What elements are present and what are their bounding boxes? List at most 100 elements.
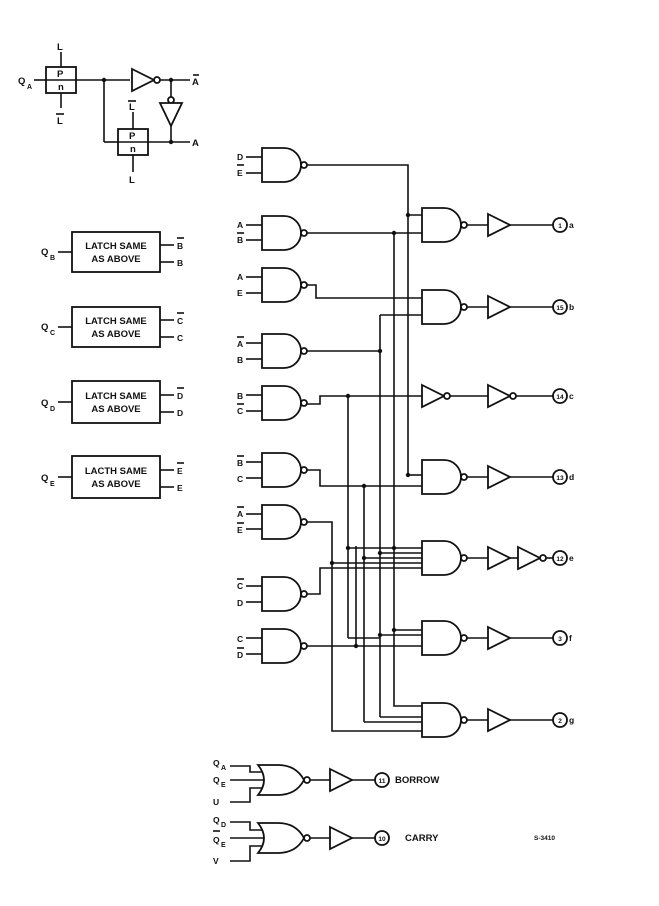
routing-wires [307, 164, 422, 732]
output-c-pin-number: 14 [556, 394, 564, 401]
figure-id: S-3410 [534, 835, 555, 842]
gate5-in-bottom: C [237, 406, 243, 416]
gate9-in-bottom: D [237, 650, 243, 660]
carry-in2-sub: E [221, 842, 226, 849]
gate8-in-bottom: D [237, 598, 243, 608]
latch-e-input-sub: E [50, 481, 55, 488]
gate7-in-bottom: E [237, 525, 243, 535]
latch-e-input: Q [41, 473, 48, 484]
latch-a-n-label: n [58, 82, 64, 93]
latch-d-out: D [177, 408, 183, 418]
latch-d-line2: AS ABOVE [91, 404, 140, 415]
latch-e-box [71, 455, 161, 499]
carry-in3: V [213, 856, 219, 866]
output-pin-c [552, 388, 568, 404]
decoder-gate-6: B C [237, 452, 308, 488]
latch-d-line1: LATCH SAME [85, 391, 147, 402]
output-d-pin-number: 13 [556, 475, 564, 482]
gate2-in-bottom: B [237, 235, 243, 245]
output-d-segment: d [569, 472, 574, 482]
gate4-in-top: A [237, 339, 243, 349]
latch-e: Q E LACTH SAME AS ABOVE E E [41, 455, 184, 499]
latch-a-lower-p: P [129, 131, 136, 142]
output-c-segment: c [569, 391, 574, 401]
latch-a-lower-bottom: L [129, 175, 135, 186]
latch-c-line1: LATCH SAME [85, 316, 147, 327]
latch-a-out: A [192, 138, 199, 149]
borrow-in1: Q [213, 758, 220, 768]
decoder-gate-4: A B [237, 333, 308, 369]
gate5-in-top: B [237, 391, 243, 401]
latch-c-out: C [177, 333, 183, 343]
gate3-in-bottom: E [237, 288, 243, 298]
decoder-gate-8: C D [237, 576, 308, 612]
gate2-in-top: A [237, 220, 243, 230]
latch-d-box [71, 380, 161, 424]
output-b-segment: b [569, 302, 574, 312]
output-g-pin-number: 2 [558, 718, 562, 725]
borrow-in1-sub: A [221, 765, 226, 772]
decoder-gate-5: B C [237, 385, 308, 421]
output-e-segment: e [569, 553, 574, 563]
borrow-pin: 11 [379, 778, 386, 785]
carry-circuit: Q D Q E V 10 CARRY [213, 815, 439, 866]
latch-a-lower-n: n [130, 144, 136, 155]
carry-in1-sub: D [221, 822, 226, 829]
output-pin-b [552, 299, 568, 315]
latch-a: Q A P n L L A P n L [18, 42, 199, 186]
latch-d-input: Q [41, 398, 48, 409]
gate9-in-top: C [237, 634, 243, 644]
output-a: 1 a [421, 207, 574, 243]
gate6-in-top: B [237, 458, 243, 468]
latch-b-input: Q [41, 247, 48, 258]
latch-b-out: B [177, 258, 183, 268]
borrow-in2: Q [213, 775, 220, 785]
output-e-pin-number: 12 [556, 556, 564, 563]
latch-c-input: Q [41, 322, 48, 333]
carry-pin: 10 [378, 836, 386, 843]
latch-a-top-label: L [57, 42, 63, 53]
output-pin-e [552, 550, 568, 566]
latch-b-line2: AS ABOVE [91, 254, 140, 265]
gate3-in-top: A [237, 272, 243, 282]
output-g: 2 g [421, 702, 574, 738]
borrow-in3: U [213, 797, 219, 807]
latch-b-line1: LATCH SAME [85, 241, 147, 252]
gate1-in-top: D [237, 152, 243, 162]
decoder-gate-2: A B [237, 215, 308, 251]
carry-nor-gate [256, 822, 306, 854]
gate6-in-bottom: C [237, 474, 243, 484]
output-e: 12 e [421, 540, 574, 576]
borrow-in2-sub: E [221, 782, 226, 789]
latch-a-lower-top: L [129, 102, 135, 113]
latch-c: Q C LATCH SAME AS ABOVE C C [41, 306, 184, 348]
borrow-circuit: Q A Q E U 11 BORROW [213, 758, 439, 807]
output-pin-f [552, 630, 568, 646]
carry-in2: Q [213, 835, 220, 845]
output-a-pin-number: 1 [558, 223, 562, 230]
latch-b-box [71, 231, 161, 273]
decoder-gate-1: D E [237, 147, 308, 183]
latch-e-out: E [177, 483, 183, 493]
output-c: 14 c [421, 384, 574, 408]
latch-a-input-label: Q [18, 76, 25, 87]
latch-e-line1: LACTH SAME [85, 466, 147, 477]
output-b-pin-number: 15 [556, 305, 564, 312]
latch-c-line2: AS ABOVE [91, 329, 140, 340]
borrow-nor-gate [256, 764, 306, 796]
output-pin-g [552, 712, 568, 728]
carry-in1: Q [213, 815, 220, 825]
latch-b-input-sub: B [50, 255, 55, 262]
latch-a-out-bar: A [192, 77, 199, 88]
gate7-in-top: A [237, 509, 243, 519]
output-g-segment: g [569, 715, 574, 725]
output-f-pin-number: 3 [558, 636, 562, 643]
carry-label: CARRY [405, 833, 439, 844]
decoder-gate-7: A E [237, 504, 308, 540]
latch-a-input-sub: A [27, 84, 32, 91]
output-b: 15 b [421, 289, 574, 325]
output-f: 3 f [421, 620, 572, 656]
latch-a-bottom-label: L [57, 116, 63, 127]
latch-a-p-label: P [57, 69, 64, 80]
